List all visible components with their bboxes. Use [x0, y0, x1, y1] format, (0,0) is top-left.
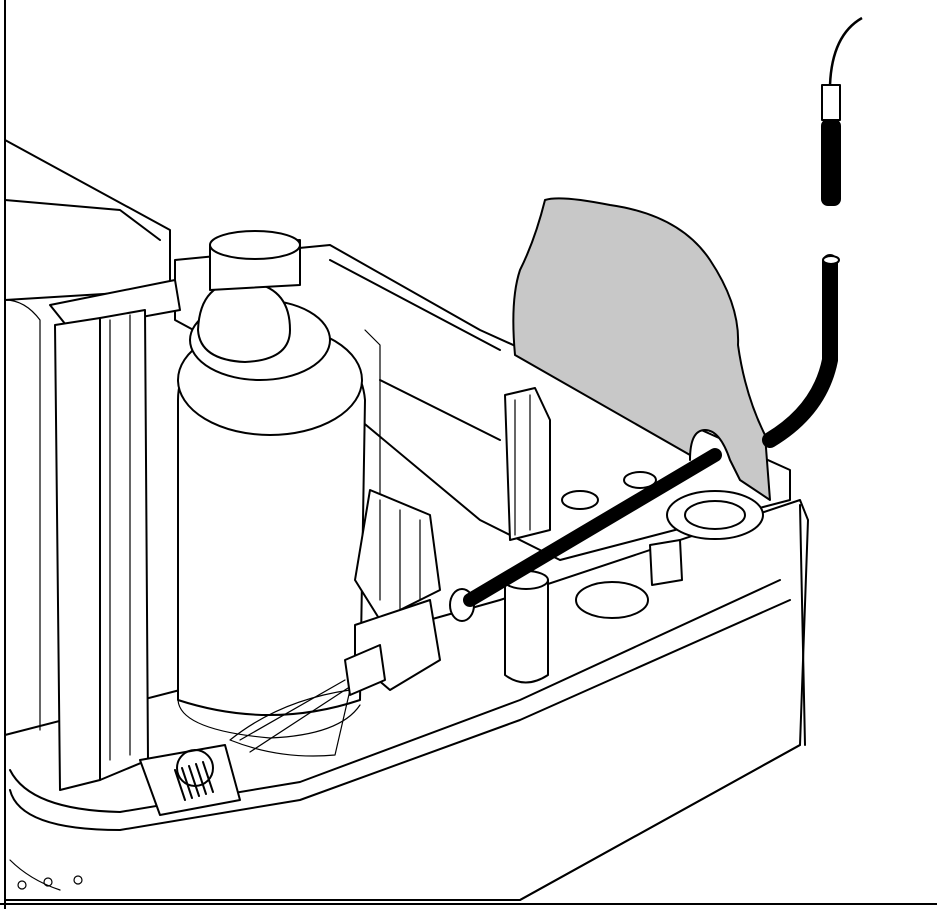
motor-canister: [177, 230, 381, 739]
cable: [463, 254, 840, 607]
deck-ports: [561, 471, 764, 619]
connector-assembly: [239, 489, 475, 753]
left-rail: [4, 279, 181, 791]
standoff-post: [503, 570, 549, 684]
rear-bracket: [504, 387, 551, 541]
cable-plug: [821, 16, 863, 206]
